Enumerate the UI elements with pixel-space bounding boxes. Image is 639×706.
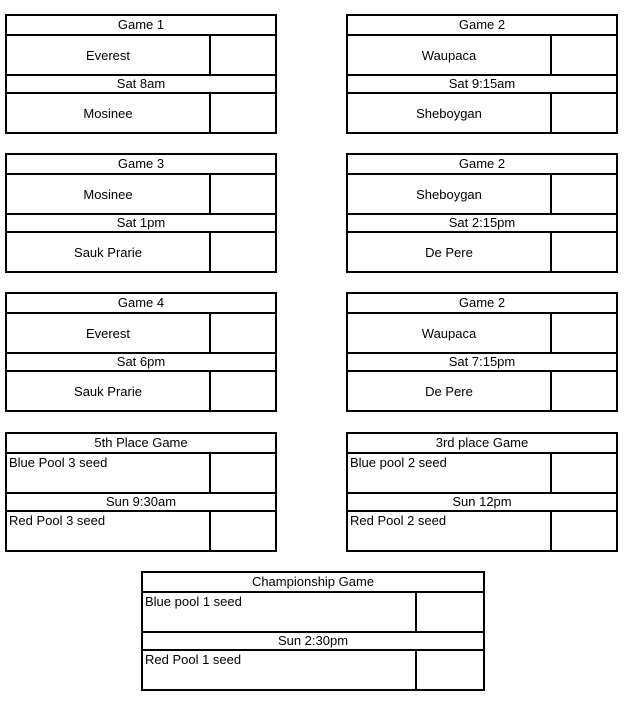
team-name: Red Pool 3 seed (7, 512, 211, 550)
team-name: Sheboygan (348, 94, 552, 132)
game-time: Sun 12pm (348, 494, 616, 512)
team-row: Sauk Prarie (7, 372, 275, 410)
score-box (213, 175, 275, 213)
team-row: De Pere (348, 372, 616, 410)
game-card: Game 2 Waupaca Sat 9:15am Sheboygan (346, 14, 618, 134)
team-name: Blue pool 1 seed (143, 593, 417, 631)
team-row: De Pere (348, 233, 616, 271)
score-box (554, 175, 616, 213)
game-title: Game 3 (7, 155, 275, 175)
game-title: 5th Place Game (7, 434, 275, 454)
score-box (554, 94, 616, 132)
team-name: Mosinee (7, 94, 211, 132)
game-title: Game 2 (348, 294, 616, 314)
team-name: Waupaca (348, 314, 552, 352)
team-row: Waupaca (348, 36, 616, 76)
team-row: Mosinee (7, 94, 275, 132)
team-name: Red Pool 2 seed (348, 512, 552, 550)
score-box (213, 454, 275, 492)
team-name: Everest (7, 36, 211, 74)
team-name: Waupaca (348, 36, 552, 74)
score-box (213, 372, 275, 410)
team-row: Sheboygan (348, 175, 616, 215)
game-title: Game 2 (348, 16, 616, 36)
game-time: Sun 9:30am (7, 494, 275, 512)
game-time: Sun 2:30pm (143, 633, 483, 651)
team-name: Sheboygan (348, 175, 552, 213)
score-box (417, 651, 483, 689)
game-title: Game 1 (7, 16, 275, 36)
game-title: Game 2 (348, 155, 616, 175)
game-card: Game 3 Mosinee Sat 1pm Sauk Prarie (5, 153, 277, 273)
game-card: Game 4 Everest Sat 6pm Sauk Prarie (5, 292, 277, 412)
score-box (213, 314, 275, 352)
score-box (554, 36, 616, 74)
team-row: Blue Pool 3 seed (7, 454, 275, 494)
game-card: 3rd place Game Blue pool 2 seed Sun 12pm… (346, 432, 618, 552)
team-name: Blue pool 2 seed (348, 454, 552, 492)
team-row: Red Pool 1 seed (143, 651, 483, 689)
game-title: 3rd place Game (348, 434, 616, 454)
game-title: Championship Game (143, 573, 483, 593)
game-time: Sat 7:15pm (348, 354, 616, 372)
game-card: Championship Game Blue pool 1 seed Sun 2… (141, 571, 485, 691)
team-row: Blue pool 1 seed (143, 593, 483, 633)
game-card: Game 2 Sheboygan Sat 2:15pm De Pere (346, 153, 618, 273)
game-time: Sat 2:15pm (348, 215, 616, 233)
team-row: Mosinee (7, 175, 275, 215)
team-name: Blue Pool 3 seed (7, 454, 211, 492)
team-name: Mosinee (7, 175, 211, 213)
team-name: Red Pool 1 seed (143, 651, 417, 689)
team-row: Red Pool 2 seed (348, 512, 616, 550)
game-card: Game 1 Everest Sat 8am Mosinee (5, 14, 277, 134)
score-box (554, 454, 616, 492)
score-box (213, 94, 275, 132)
game-time: Sat 8am (7, 76, 275, 94)
team-row: Everest (7, 36, 275, 76)
score-box (554, 233, 616, 271)
score-box (213, 512, 275, 550)
team-row: Sauk Prarie (7, 233, 275, 271)
team-name: De Pere (348, 372, 552, 410)
score-box (554, 372, 616, 410)
game-time: Sat 9:15am (348, 76, 616, 94)
score-box (213, 233, 275, 271)
game-title: Game 4 (7, 294, 275, 314)
game-time: Sat 6pm (7, 354, 275, 372)
team-name: Sauk Prarie (7, 372, 211, 410)
game-card: Game 2 Waupaca Sat 7:15pm De Pere (346, 292, 618, 412)
team-name: De Pere (348, 233, 552, 271)
team-name: Sauk Prarie (7, 233, 211, 271)
score-box (213, 36, 275, 74)
game-card: 5th Place Game Blue Pool 3 seed Sun 9:30… (5, 432, 277, 552)
team-row: Red Pool 3 seed (7, 512, 275, 550)
score-box (417, 593, 483, 631)
team-row: Sheboygan (348, 94, 616, 132)
team-row: Blue pool 2 seed (348, 454, 616, 494)
team-name: Everest (7, 314, 211, 352)
game-time: Sat 1pm (7, 215, 275, 233)
score-box (554, 314, 616, 352)
team-row: Waupaca (348, 314, 616, 354)
team-row: Everest (7, 314, 275, 354)
score-box (554, 512, 616, 550)
